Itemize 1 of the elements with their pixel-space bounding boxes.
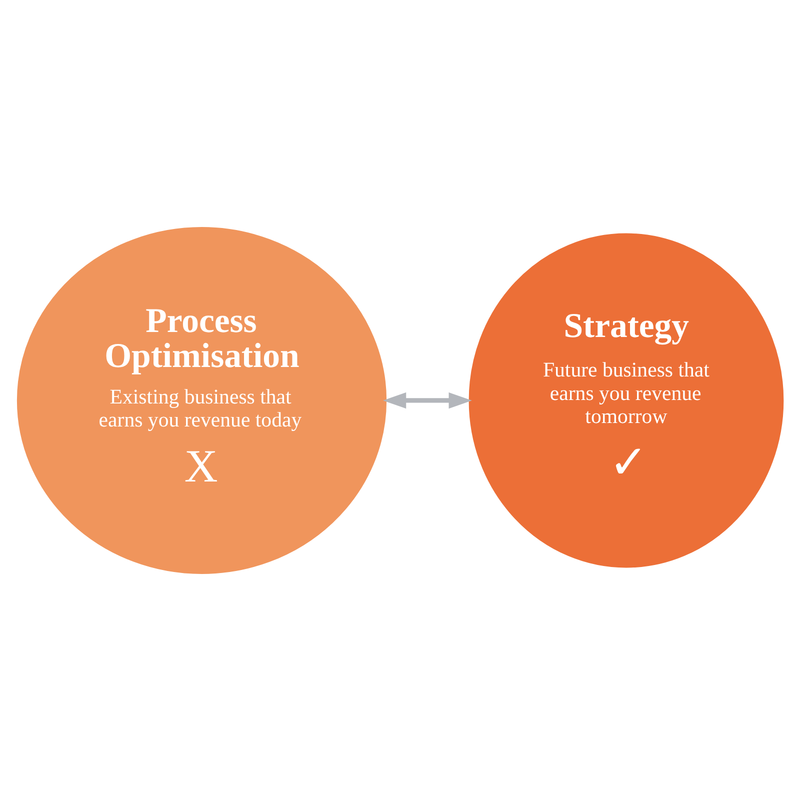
arrow	[382, 392, 472, 408]
